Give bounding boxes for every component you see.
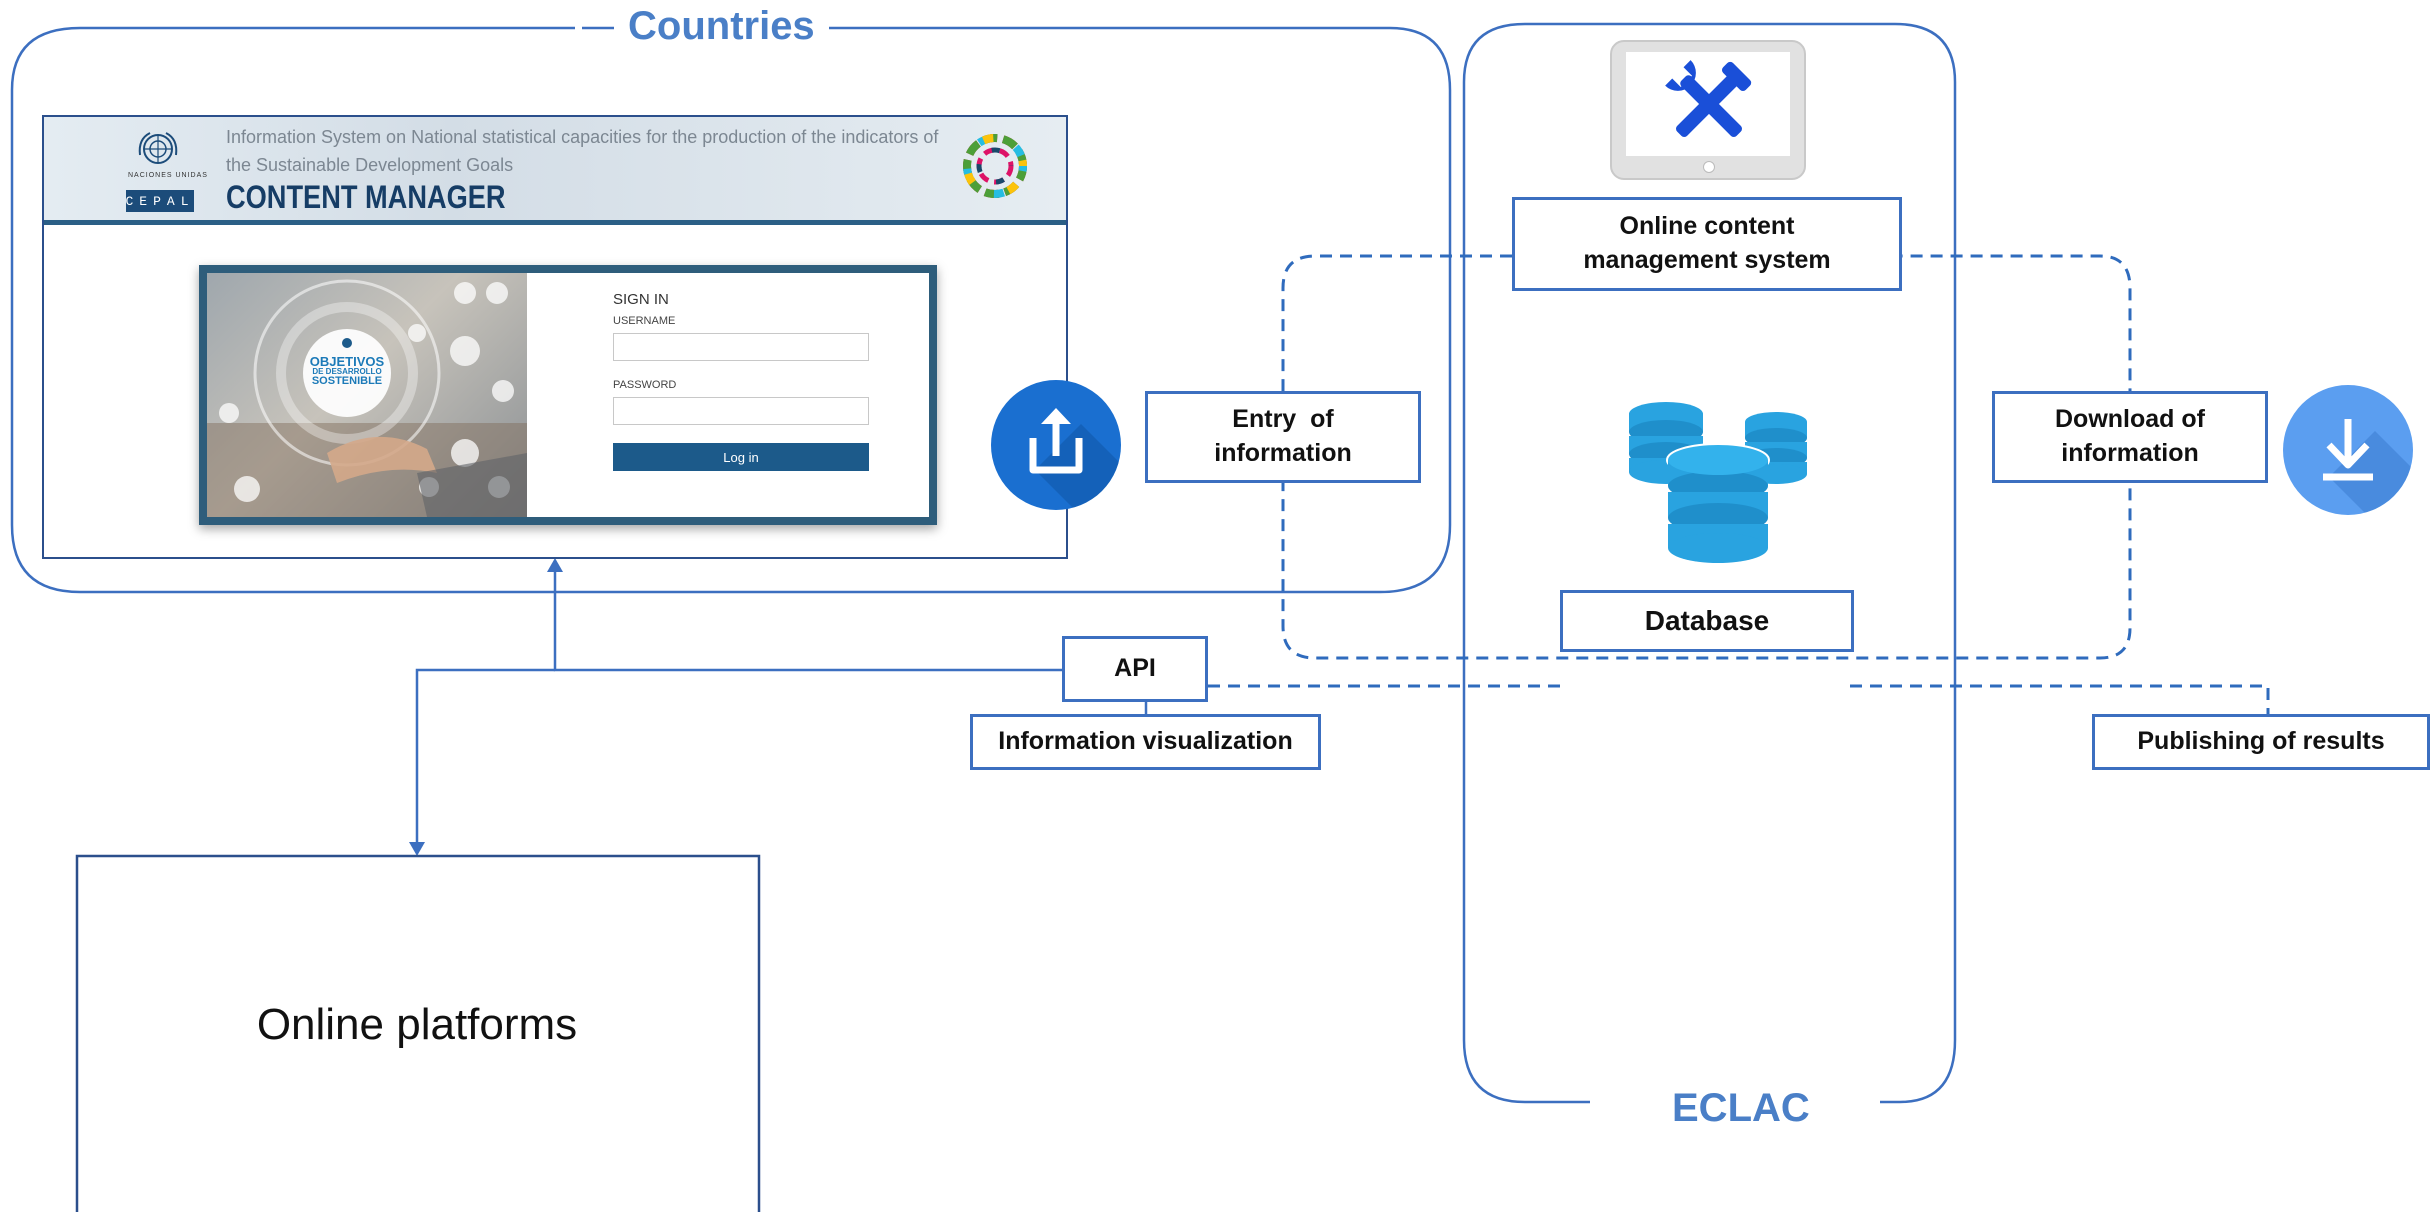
content-manager-header: NACIONES UNIDAS CEPAL Information System…	[44, 117, 1066, 225]
api-to-platforms	[415, 668, 555, 846]
password-field[interactable]	[613, 397, 869, 425]
login-card: OBJETIVOS DE DESARROLLO SOSTENIBLE SIGN …	[199, 265, 937, 525]
information-visualization-box: Information visualization	[970, 714, 1321, 770]
download-icon	[2323, 419, 2413, 515]
tablet-screen	[1626, 52, 1790, 156]
login-form: SIGN IN USERNAME PASSWORD Log in	[527, 273, 929, 517]
content-manager-screenshot: NACIONES UNIDAS CEPAL Information System…	[42, 115, 1068, 559]
photo-caption-line3: SOSTENIBLE	[311, 375, 383, 387]
sdg-photo: OBJETIVOS DE DESARROLLO SOSTENIBLE	[207, 273, 527, 517]
download-circle	[2283, 385, 2413, 515]
eclac-container	[1462, 22, 1957, 1104]
un-emblem-icon	[138, 132, 178, 164]
tablet	[1610, 40, 1806, 180]
api-to-screenshot	[553, 570, 1062, 672]
photo-caption-line1: OBJETIVOS	[309, 354, 385, 369]
username-field[interactable]	[613, 333, 869, 361]
arrowhead-down	[409, 842, 425, 856]
content-manager-title: CONTENT MANAGER	[226, 179, 506, 215]
tablet-home-button	[1703, 161, 1715, 173]
upload-circle	[991, 380, 1121, 510]
online-platforms-box	[75, 854, 761, 1212]
username-label: USERNAME	[613, 315, 676, 327]
api-box: API	[1062, 636, 1208, 702]
password-label: PASSWORD	[613, 379, 677, 391]
signin-label: SIGN IN	[613, 291, 669, 308]
publishing-dashed-line	[1850, 684, 2270, 714]
countries-container	[10, 26, 1452, 594]
publishing-of-results-box: Publishing of results	[2092, 714, 2430, 770]
cms-loop-dashed	[1281, 254, 2132, 660]
cepal-badge: CEPAL	[126, 190, 194, 212]
upload-icon	[1029, 408, 1121, 510]
system-title: Information System on National statistic…	[226, 127, 939, 175]
download-of-information-box: Download of information	[1992, 391, 2268, 483]
eclac-title: ECLAC	[1658, 1088, 1824, 1128]
database-icon	[1629, 402, 1807, 563]
photo-caption-line2: DE DESARROLLO	[312, 367, 382, 376]
database-box: Database	[1560, 590, 1854, 652]
login-button[interactable]: Log in	[613, 443, 869, 471]
photo-caption: OBJETIVOS DE DESARROLLO SOSTENIBLE	[303, 355, 391, 387]
online-cms-box: Online content management system	[1512, 197, 1902, 291]
entry-of-information-box: Entry of information	[1145, 391, 1421, 483]
online-platforms-label: Online platforms	[256, 1000, 578, 1049]
un-caption: NACIONES UNIDAS	[128, 172, 208, 179]
countries-title: Countries	[614, 6, 829, 46]
sdg-wheel-icon	[963, 134, 1027, 198]
tools-icon	[1665, 60, 1752, 137]
arrowhead-up	[547, 558, 563, 572]
